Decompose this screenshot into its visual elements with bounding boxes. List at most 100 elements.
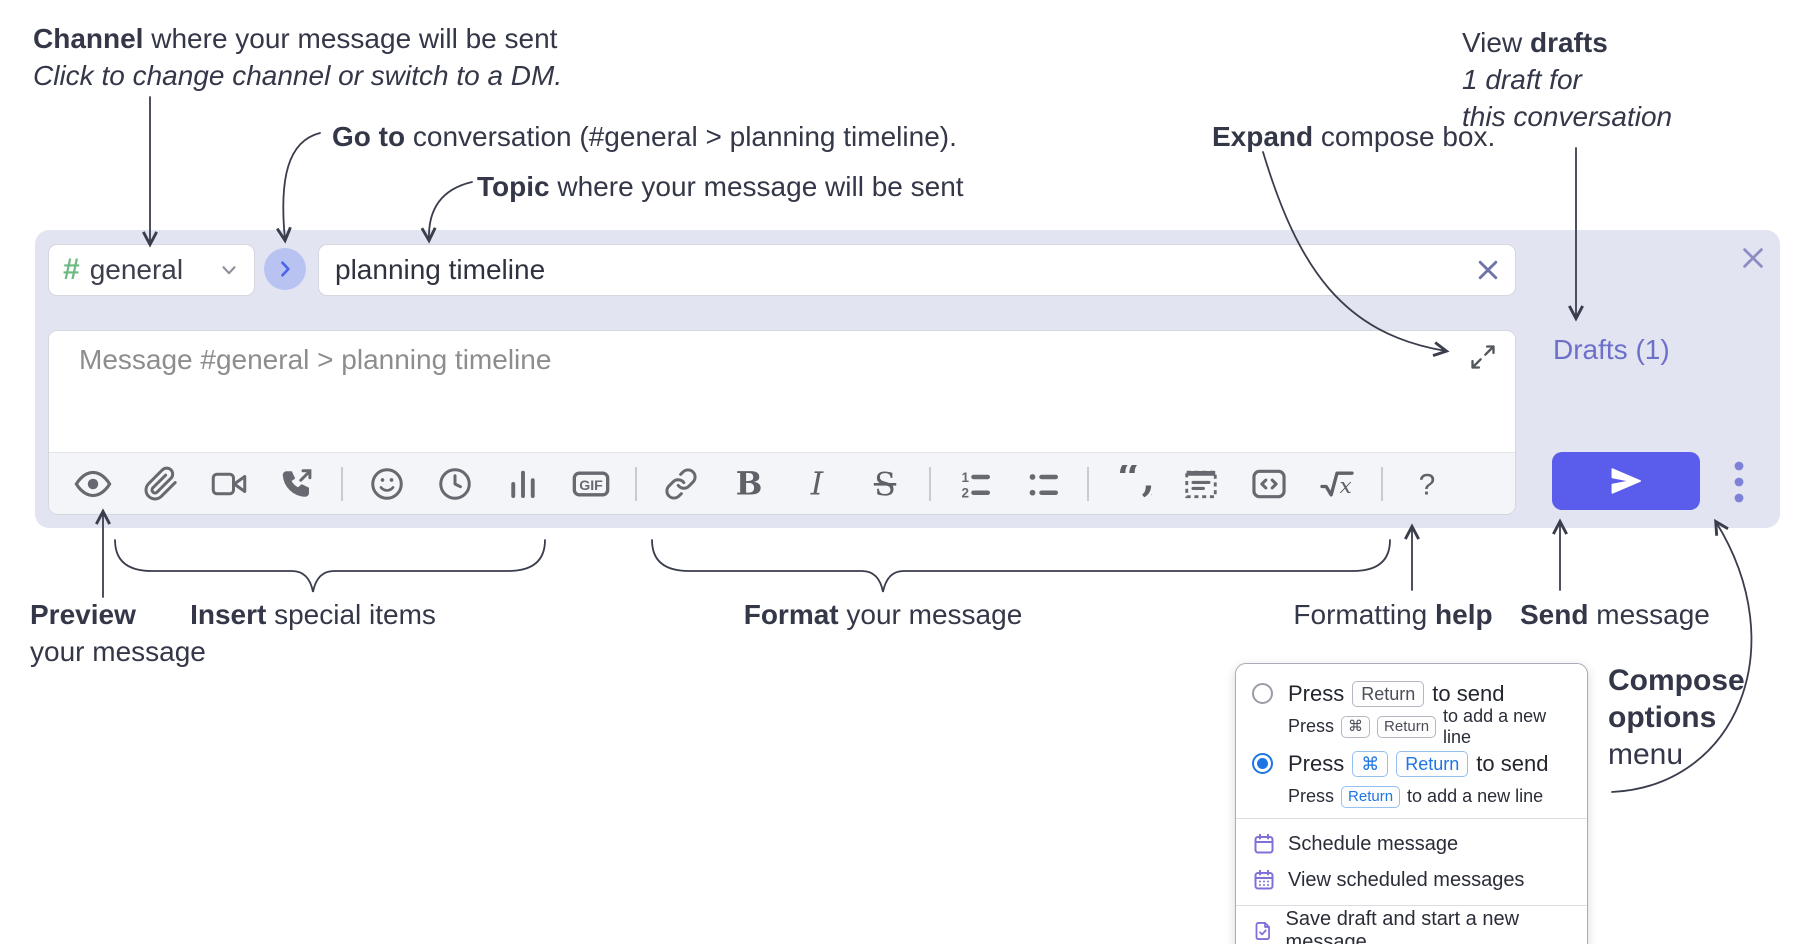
- audio-call-button[interactable]: [263, 458, 331, 510]
- math-button[interactable]: x: [1303, 458, 1371, 510]
- vertical-ellipsis-icon: [1734, 461, 1744, 503]
- drafts-link[interactable]: Drafts (1): [1553, 334, 1670, 365]
- schedule-message-item[interactable]: Schedule message: [1236, 826, 1587, 862]
- preview-button[interactable]: [59, 458, 127, 510]
- view-scheduled-messages-item[interactable]: View scheduled messages: [1236, 862, 1587, 898]
- svg-text:1: 1: [962, 469, 970, 484]
- expand-annotation: Expand compose box.: [1212, 121, 1496, 152]
- return-key: Return: [1352, 681, 1425, 707]
- preview-annotation: Preview your message: [30, 599, 206, 667]
- gif-button[interactable]: GIF: [557, 458, 625, 510]
- svg-text:?: ?: [1419, 468, 1436, 501]
- compose-options-menu: Press Return to send Press ⌘ Return to a…: [1235, 663, 1588, 944]
- spoiler-button[interactable]: [1167, 458, 1235, 510]
- menu-divider: [1236, 818, 1587, 819]
- attach-file-button[interactable]: [127, 458, 195, 510]
- message-box: Message #general > planning timeline: [48, 330, 1516, 515]
- clock-icon: [439, 467, 471, 500]
- return-to-send-subtext: Press ⌘ Return to add a new line: [1288, 705, 1547, 747]
- go-to-conversation-button[interactable]: [264, 248, 306, 290]
- svg-text:GIF: GIF: [579, 478, 603, 494]
- numbered-list-icon: 12: [962, 469, 990, 500]
- gif-icon: GIF: [572, 471, 610, 496]
- link-button[interactable]: [647, 458, 715, 510]
- view-drafts-annotation: View drafts 1 draft for this conversatio…: [1462, 27, 1673, 132]
- eye-icon: [74, 470, 112, 497]
- expand-icon: [1471, 345, 1495, 369]
- bold-icon: B: [736, 466, 763, 502]
- insert-annotation: Insert special items: [190, 599, 436, 630]
- radio-selected-icon[interactable]: [1252, 753, 1273, 774]
- radio-unselected-icon[interactable]: [1252, 683, 1273, 704]
- channel-selector[interactable]: # general: [48, 244, 255, 296]
- svg-text:B: B: [736, 466, 763, 502]
- toolbar-divider: [1381, 466, 1383, 501]
- svg-text:I: I: [810, 466, 824, 502]
- close-compose-button[interactable]: [1738, 243, 1768, 273]
- message-input[interactable]: Message #general > planning timeline: [79, 344, 552, 375]
- cmd-return-to-send-option[interactable]: Press ⌘ Return to send: [1236, 746, 1587, 782]
- formatting-help-annotation: Formatting help: [1293, 599, 1493, 630]
- emoji-button[interactable]: [353, 458, 421, 510]
- link-icon: [665, 468, 697, 499]
- code-icon: [1252, 469, 1286, 498]
- channel-name: general: [89, 254, 184, 285]
- format-annotation: Format your message: [743, 599, 1023, 630]
- cmd-return-to-send-subtext: Press Return to add a new line: [1288, 785, 1544, 808]
- toolbar-divider: [1087, 466, 1089, 501]
- smiley-icon: [371, 467, 403, 500]
- return-to-send-option[interactable]: Press Return to send: [1236, 676, 1587, 712]
- svg-text:x: x: [1340, 474, 1352, 499]
- bulleted-list-icon: [1029, 473, 1058, 496]
- expand-compose-button[interactable]: [1469, 343, 1497, 371]
- send-annotation: Send message: [1520, 599, 1710, 630]
- compose-options-annotation: Compose options menu: [1608, 664, 1745, 771]
- save-draft-icon: [1255, 922, 1270, 940]
- topic-annotation: Topic where your message will be sent: [477, 171, 964, 202]
- math-icon: x: [1320, 471, 1354, 499]
- close-icon: [1478, 260, 1498, 280]
- toolbar-divider: [929, 466, 931, 501]
- strikethrough-icon: S: [873, 467, 897, 502]
- clear-topic-button[interactable]: [1473, 255, 1503, 285]
- quote-button[interactable]: “„: [1099, 458, 1167, 510]
- cmd-key: ⌘: [1341, 715, 1371, 738]
- quote-icon: “„: [1117, 465, 1152, 502]
- return-key: Return: [1377, 715, 1437, 738]
- svg-text:2: 2: [962, 485, 970, 500]
- paperclip-icon: [144, 466, 177, 500]
- bold-button[interactable]: B: [715, 458, 783, 510]
- schedule-time-button[interactable]: [421, 458, 489, 510]
- save-draft-item[interactable]: Save draft and start a new message: [1236, 908, 1587, 944]
- insert-brace: [114, 539, 546, 593]
- chevron-right-icon: [281, 261, 290, 277]
- topic-input-box: [318, 244, 1516, 296]
- send-icon: [1611, 468, 1642, 494]
- calendar-icon: [1254, 833, 1274, 854]
- return-key: Return: [1396, 751, 1469, 777]
- spoiler-icon: [1185, 470, 1217, 498]
- cmd-key: ⌘: [1352, 751, 1389, 777]
- topic-input[interactable]: [319, 254, 1473, 286]
- video-call-button[interactable]: [195, 458, 263, 510]
- phone-call-icon: [282, 468, 312, 497]
- goto-arrow: [276, 132, 321, 244]
- goto-annotation: Go to conversation (#general > planning …: [332, 121, 957, 152]
- format-brace: [651, 539, 1391, 593]
- italic-button[interactable]: I: [783, 458, 851, 510]
- code-button[interactable]: [1235, 458, 1303, 510]
- send-button[interactable]: [1552, 452, 1700, 510]
- poll-button[interactable]: [489, 458, 557, 510]
- formatting-help-button[interactable]: ?: [1393, 458, 1461, 510]
- close-icon: [1743, 248, 1763, 268]
- svg-text:“„: “„: [1117, 465, 1152, 502]
- bulleted-list-button[interactable]: [1009, 458, 1077, 510]
- compose-options-button[interactable]: [1723, 456, 1755, 508]
- strikethrough-button[interactable]: S: [851, 458, 919, 510]
- video-camera-icon: [211, 472, 247, 495]
- question-mark-icon: ?: [1419, 468, 1436, 501]
- hash-icon: #: [63, 253, 80, 286]
